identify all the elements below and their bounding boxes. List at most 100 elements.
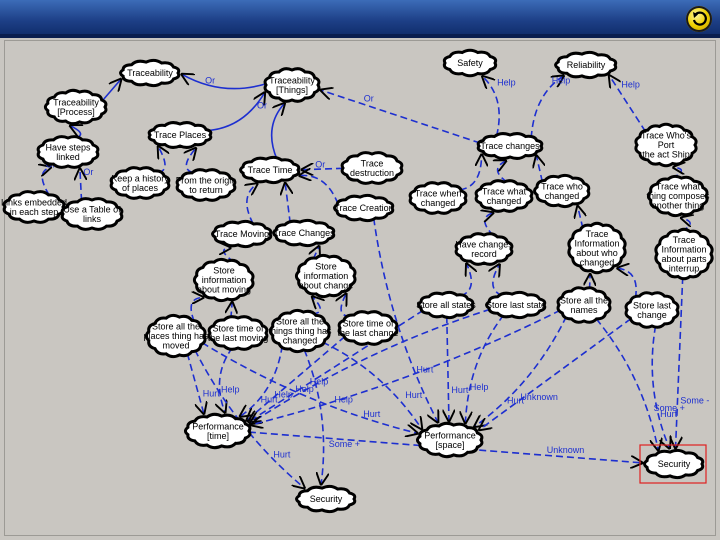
cloud-shape (268, 308, 331, 354)
edge-trace_what_changed-to-trace_changes_r (498, 161, 508, 183)
goal-node-trace-moving[interactable]: Trace Moving (211, 219, 273, 249)
node-label: changed (545, 191, 580, 201)
edge-label: Help (274, 389, 293, 399)
cloud-shape (646, 174, 709, 218)
goal-node-safety[interactable]: Safety (442, 48, 498, 78)
node-label: in each step (10, 207, 59, 217)
node-label: names (570, 305, 598, 315)
edge-store_names-to-security_right (595, 318, 658, 450)
cloud-shape (239, 155, 301, 185)
edge-label: Hurt (451, 385, 469, 395)
node-label: Trace what (656, 182, 701, 192)
edge-label: Some + (654, 403, 685, 413)
edge-store_last_change-to-security_right (651, 325, 669, 448)
goal-node-trace-changes-r[interactable]: Trace changes (476, 132, 544, 160)
edge-store_all_places_moved-to-performance_space (201, 342, 417, 434)
cloud-shape (340, 151, 404, 185)
edge-trace_changes_r-to-traceability_things (321, 90, 481, 144)
edge-keep_history_places-to-trace_places (158, 147, 165, 174)
goal-node-security-right[interactable]: Security (643, 448, 705, 480)
node-label: Traceability (269, 75, 315, 85)
cloud-shape (60, 197, 124, 231)
goal-node-trace-places[interactable]: Trace Places (147, 121, 213, 149)
goal-node-performance-time[interactable]: Performance[time] (183, 412, 252, 450)
cloud-shape (192, 257, 255, 303)
goal-node-traceability[interactable]: Traceability (119, 58, 181, 88)
goal-node-security-bottom[interactable]: Security (295, 484, 357, 514)
home-return-icon[interactable] (686, 6, 712, 32)
goal-node-trace-creation[interactable]: Trace Creation (333, 193, 395, 223)
edge-label: Or (83, 167, 93, 177)
goal-node-trace-changes-l[interactable]: Trace Changes (272, 218, 336, 248)
edge-label: Hurt (273, 450, 291, 460)
edge-label: Hurt (416, 364, 434, 374)
goal-node-traceability-process[interactable]: Traceability[Process] (43, 88, 108, 126)
node-label: interrup (669, 263, 700, 273)
edge-label: Hurt (660, 409, 678, 419)
cloud-shape (417, 290, 475, 320)
node-label: information (202, 275, 247, 285)
content-frame (4, 40, 716, 536)
node-label: Traceability (53, 97, 99, 107)
node-label: changed (421, 198, 456, 208)
cloud-shape (554, 50, 618, 80)
goal-node-store-last-state[interactable]: Store last state (485, 290, 547, 320)
node-label: Store all the (560, 295, 608, 305)
node-label: about change (299, 281, 354, 291)
node-label: Store all states (416, 300, 476, 310)
goal-node-reliability[interactable]: Reliability (554, 50, 618, 80)
edge-links_embedded-to-have_steps_linked (42, 167, 50, 196)
edge-trace_changes_r-to-reliability (530, 76, 563, 139)
edge-label: Hurt (261, 394, 279, 404)
edge-label: Some + (329, 439, 360, 449)
goal-node-traceability-things[interactable]: Traceability[Things] (263, 67, 321, 103)
node-label: another thing (652, 201, 705, 211)
node-label: Performance (192, 421, 244, 431)
edge-store_time_last_change-to-store_info_change (341, 294, 351, 318)
goal-node-trace-time[interactable]: Trace Time (239, 155, 301, 185)
node-label: [time] (207, 431, 229, 441)
node-label: Store all the (276, 317, 324, 327)
edge-trace_who_changed-to-trace_changes_r (536, 156, 542, 183)
edge-store_all_states-to-performance_space (447, 315, 449, 421)
node-label: Port (658, 140, 675, 150)
node-label: Trace Places (154, 130, 207, 140)
node-label: destruction (350, 168, 394, 178)
node-label: Trace Who's (641, 131, 691, 141)
node-label: Store last state (486, 300, 546, 310)
goal-node-performance-space[interactable]: Performance[space] (415, 421, 484, 459)
edge-store_time_last_moving-to-performance_time (219, 347, 234, 413)
node-label: Information (661, 244, 706, 254)
node-label: changed (487, 196, 522, 206)
cloud-shape (119, 58, 181, 88)
node-label: change (637, 310, 667, 320)
cloud-shape (43, 88, 108, 126)
node-label: Trace (586, 229, 609, 239)
node-label: [Process] (57, 107, 95, 117)
node-label: about parts (661, 254, 707, 264)
edge-label: Help (470, 382, 489, 392)
goal-node-store-all-states[interactable]: Store all states (416, 290, 476, 320)
